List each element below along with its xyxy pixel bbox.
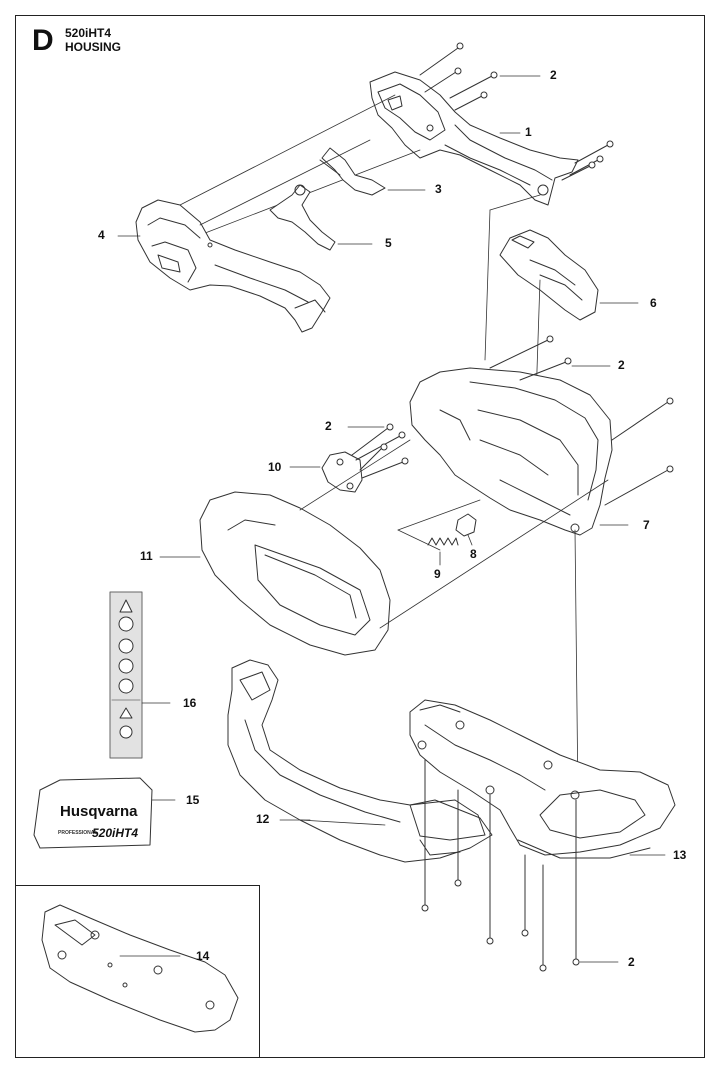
callout-1: 1 xyxy=(525,125,532,139)
part-8-clip xyxy=(455,513,477,537)
part-1-handle-bracket xyxy=(369,71,579,206)
callout-2: 2 xyxy=(325,419,332,433)
callout-10: 10 xyxy=(268,460,282,474)
callout-14: 14 xyxy=(196,949,210,963)
part-5-lockout-lever xyxy=(269,184,336,251)
decal-model: 520iHT4 xyxy=(92,826,139,840)
callout-2: 2 xyxy=(618,358,625,372)
callout-16: 16 xyxy=(183,696,197,710)
page-frame xyxy=(15,15,705,1058)
screws-group-housing xyxy=(489,335,674,506)
part-12-front-handle xyxy=(227,659,493,863)
part-3-throttle-lever xyxy=(319,147,386,196)
callout-7: 7 xyxy=(643,518,650,532)
section-letter: D xyxy=(32,24,54,57)
callout-11: 11 xyxy=(140,549,153,563)
decal-brand: Husqvarna xyxy=(60,803,138,820)
callout-12: 12 xyxy=(256,812,270,826)
callout-4: 4 xyxy=(98,228,105,242)
part-16-warning-label xyxy=(109,591,171,759)
callout-15: 15 xyxy=(186,793,200,807)
part-11-housing-half xyxy=(199,439,609,656)
callout-2: 2 xyxy=(550,68,557,82)
decal-sub: PROFESSIONAL xyxy=(58,830,98,836)
model-name: 520iHT4 xyxy=(65,26,112,40)
part-15-decal xyxy=(33,777,176,849)
part-10-bracket xyxy=(321,423,409,493)
screws-group-bottom xyxy=(421,759,619,972)
leader-lines xyxy=(117,75,666,856)
part-9-spring xyxy=(397,499,481,551)
screws-group-top xyxy=(419,42,614,181)
callout-13: 13 xyxy=(673,848,687,862)
callout-2: 2 xyxy=(628,955,635,969)
part-7-motor-housing xyxy=(409,367,613,801)
callout-6: 6 xyxy=(650,296,657,310)
callout-5: 5 xyxy=(385,236,392,250)
inset-frame xyxy=(15,885,260,1058)
callout-8: 8 xyxy=(470,547,477,561)
callout-9: 9 xyxy=(434,567,441,581)
part-14-base-plate xyxy=(41,904,239,1033)
section-title: HOUSING xyxy=(65,40,122,54)
callout-3: 3 xyxy=(435,182,442,196)
part-13-handle-loop xyxy=(409,699,676,859)
part-4-rear-handle xyxy=(135,139,371,333)
